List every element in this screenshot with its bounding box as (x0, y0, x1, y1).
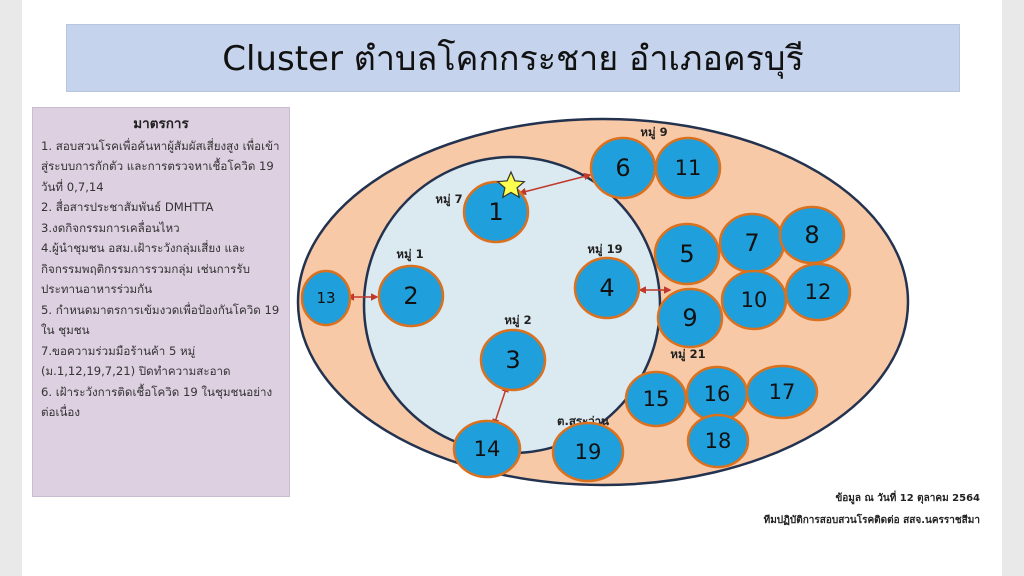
node-circle (452, 419, 522, 479)
node-11: 11 (654, 136, 722, 200)
node-label: 14 (474, 437, 501, 461)
node-15: 15 (624, 370, 688, 428)
node-circle (656, 287, 724, 349)
node-label: 19 (575, 440, 602, 464)
node-label: 6 (615, 154, 630, 182)
node-9: 9 (656, 287, 724, 349)
measure-item: 1. สอบสวนโรคเพื่อค้นหาผู้สัมผัสเสี่ยงสูง… (41, 138, 280, 194)
node-circle (377, 264, 445, 328)
node-17: 17 (745, 364, 819, 420)
node-13: 13 (300, 269, 352, 327)
title-banner: Cluster ตำบลโคกกระชาย อำเภอครบุรี (66, 24, 960, 92)
node-circle (654, 136, 722, 200)
node-14: 14 (452, 419, 522, 479)
measure-item: 5. กำหนดมาตรการเข้มงวดเพื่อป้องกันโควิด … (41, 302, 280, 338)
node-label: 7 (744, 229, 759, 257)
group-label-moo9: หมู่ 9 (640, 125, 667, 140)
team-credit: ทีมปฏิบัติการสอบสวนโรคติดต่อ สสจ.นครราชส… (763, 515, 980, 526)
node-6: 6 (589, 136, 657, 200)
node-4: 4 (573, 256, 641, 320)
node-label: 10 (741, 288, 768, 312)
measure-item: 3.งดกิจกรรมการเคลื่อนไหว (41, 220, 180, 235)
measures-panel: มาตรการ 1. สอบสวนโรคเพื่อค้นหาผู้สัมผัสเ… (32, 107, 290, 497)
node-circle (653, 222, 721, 286)
node-label: 2 (403, 282, 418, 310)
measure-item: 2. สื่อสารประชาสัมพันธ์ DMHTTA (41, 200, 214, 214)
node-label: 18 (705, 429, 732, 453)
node-circle (686, 413, 750, 469)
node-circle (300, 269, 352, 327)
node-circle (624, 370, 688, 428)
measures-heading: มาตรการ (133, 116, 189, 132)
node-1: 1 (462, 180, 530, 244)
node-8: 8 (778, 205, 846, 265)
measure-item: 6. เฝ้าระวังการติดเชื้อโควิด 19 ในชุมชนอ… (41, 384, 273, 420)
node-12: 12 (784, 262, 852, 322)
group-label-moo19: หมู่ 19 (587, 242, 622, 257)
node-label: 3 (505, 346, 520, 374)
node-2: 2 (377, 264, 445, 328)
node-label: 8 (804, 221, 819, 249)
node-label: 16 (704, 382, 731, 406)
node-circle (573, 256, 641, 320)
node-18: 18 (686, 413, 750, 469)
link-3-14 (492, 384, 509, 427)
node-label: 13 (316, 289, 335, 307)
footer: ข้อมูล ณ วันที่ 12 ตุลาคม 2564 ทีมปฏิบัต… (764, 488, 980, 532)
node-10: 10 (720, 269, 788, 331)
node-label: 11 (675, 156, 702, 180)
measure-item: 4.ผู้นำชุมชน อสม.เฝ้าระวังกลุ่มเสี่ยง แล… (41, 241, 250, 296)
node-label: 15 (643, 387, 670, 411)
group-label-moo7: หมู่ 7 (435, 192, 462, 207)
node-label: 1 (488, 198, 503, 226)
node-circle (479, 328, 547, 392)
page-title: Cluster ตำบลโคกกระชาย อำเภอครบุรี (222, 39, 804, 79)
node-label: 12 (805, 280, 832, 304)
node-circle (551, 421, 625, 483)
node-5: 5 (653, 222, 721, 286)
star-icon (496, 170, 526, 199)
node-3: 3 (479, 328, 547, 392)
group-label-moo21: หมู่ 21 (670, 347, 705, 362)
node-label: 17 (769, 380, 796, 404)
group-label-moo2: หมู่ 2 (504, 313, 531, 328)
node-circle (784, 262, 852, 322)
node-19: 19 (551, 421, 625, 483)
link-1-6 (518, 172, 592, 196)
data-date: ข้อมูล ณ วันที่ 12 ตุลาคม 2564 (835, 493, 980, 504)
node-circle (745, 364, 819, 420)
node-label: 9 (682, 304, 697, 332)
node-7: 7 (718, 212, 786, 274)
group-label-moo1: หมู่ 1 (396, 247, 423, 262)
node-label: 5 (679, 240, 694, 268)
measures-list: 1. สอบสวนโรคเพื่อค้นหาผู้สัมผัสเสี่ยงสูง… (41, 136, 281, 423)
node-circle (462, 180, 530, 244)
measure-item: 7.ขอความร่วมมือร้านค้า 5 หมู่ (ม.1,12,19… (41, 343, 231, 379)
node-16: 16 (685, 365, 749, 423)
node-label: 4 (599, 274, 614, 302)
node-circle (778, 205, 846, 265)
